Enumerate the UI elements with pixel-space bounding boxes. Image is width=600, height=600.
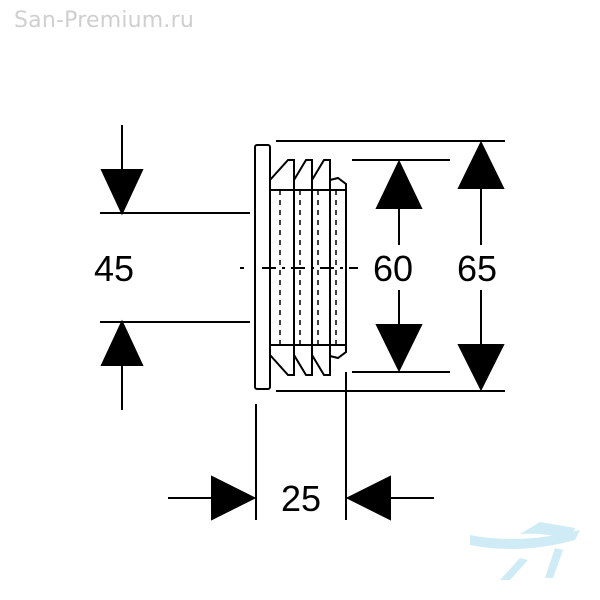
connector-body — [240, 144, 358, 390]
label-60: 60 — [373, 248, 414, 289]
label-45: 45 — [94, 248, 135, 289]
dimension-45 — [100, 125, 250, 410]
bathtub-logo-icon — [470, 522, 580, 580]
dimension-25 — [168, 372, 434, 521]
dimension-60 — [352, 159, 450, 373]
dimension-65 — [276, 140, 505, 392]
connector-end — [329, 176, 347, 360]
label-25: 25 — [281, 478, 322, 519]
label-65: 65 — [457, 248, 498, 289]
site-watermark: San-Premium.ru — [14, 8, 195, 33]
